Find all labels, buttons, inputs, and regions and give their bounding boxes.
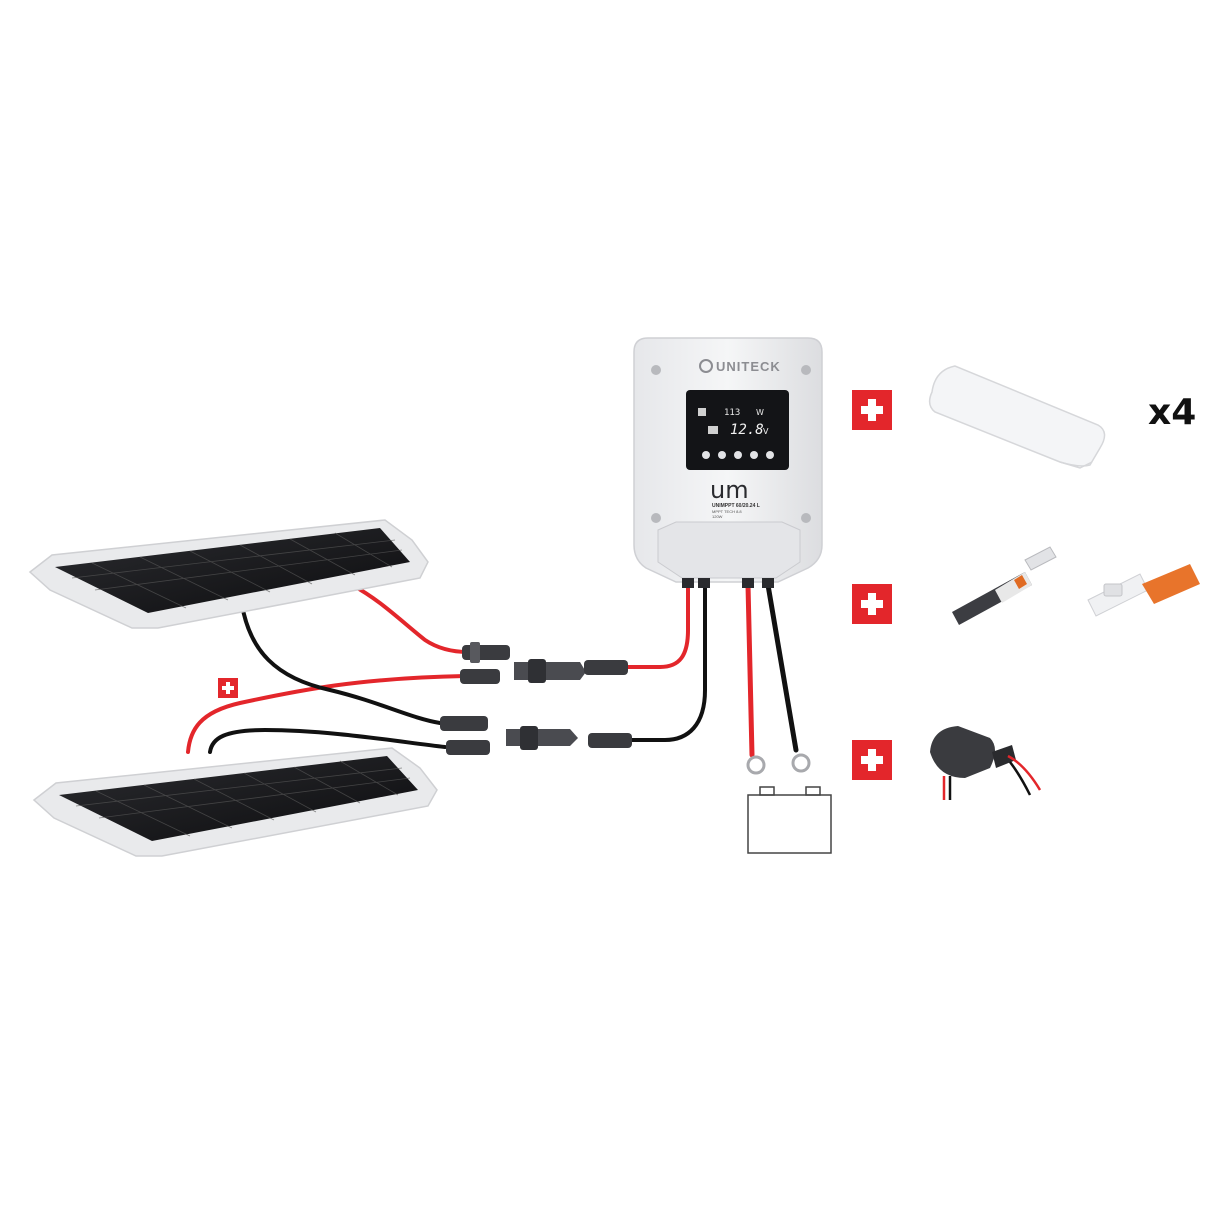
cables: [186, 582, 799, 758]
battery-status-icon: [708, 426, 718, 434]
solar-status-icon: [698, 408, 706, 416]
display-power-value: 113: [724, 408, 740, 418]
connector-icon: [440, 716, 488, 731]
controller-button: [718, 451, 726, 459]
plus-icon: [852, 740, 892, 780]
connector-icon: [462, 642, 510, 663]
um-logo: um: [710, 476, 749, 504]
battery-black-cable: [765, 582, 799, 753]
sealant-tube: [952, 546, 1057, 625]
spec-line-2: 120W: [712, 514, 723, 519]
plus-icon: [852, 584, 892, 624]
mounting-spoiler: [928, 365, 1106, 469]
charge-controller: UNITECK 113 W 12.8 V um UNIMPPT 60/20.24…: [633, 337, 823, 588]
connector-icon: [514, 659, 586, 683]
black-cable-top-panel: [240, 603, 442, 725]
black-cable-to-controller: [628, 583, 707, 742]
red-cable-bottom-panel: [186, 674, 467, 754]
controller-buttons: [702, 451, 774, 459]
connector-icon: [506, 726, 578, 750]
spoiler-quantity: x4: [1148, 392, 1197, 433]
plus-icon: [852, 390, 892, 430]
cable-gland: [930, 726, 1042, 800]
panel-cells: [59, 756, 418, 841]
spec-line-1: MPPT TECH 8.8: [712, 509, 742, 514]
connector-icon: [460, 669, 500, 684]
display-power-unit: W: [756, 408, 764, 417]
ring-terminal-icon: [791, 753, 811, 773]
controller-button: [750, 451, 758, 459]
connectors: [440, 642, 632, 755]
display-voltage-unit: V: [763, 427, 769, 436]
solar-panel-top: [28, 519, 429, 629]
black-cable-bottom-panel: [208, 728, 447, 754]
battery-icon: [747, 786, 832, 854]
model-name: UNIMPPT 60/20.24 L: [712, 503, 760, 509]
red-cable-top-panel: [350, 583, 470, 654]
display-voltage-value: 12.8: [730, 422, 764, 438]
cable-entry-kit: [1087, 564, 1200, 617]
controller-button: [734, 451, 742, 459]
connector-icon: [446, 740, 490, 755]
controller-button: [702, 451, 710, 459]
battery-red-cable: [745, 582, 755, 758]
ring-terminal-icon: [746, 755, 766, 775]
lcd-display: [686, 390, 789, 470]
connector-icon: [584, 660, 628, 675]
brand-name: UNITECK: [716, 359, 781, 374]
controller-button: [766, 451, 774, 459]
brand-logo-icon: [699, 359, 713, 373]
plus-icon: [218, 678, 238, 698]
ring-terminals: [746, 753, 811, 775]
terminal-cover: [657, 521, 801, 579]
red-cable-to-controller: [623, 583, 690, 669]
connector-icon: [588, 733, 632, 748]
solar-panel-bottom: [32, 747, 438, 857]
panel-cells: [55, 528, 410, 613]
